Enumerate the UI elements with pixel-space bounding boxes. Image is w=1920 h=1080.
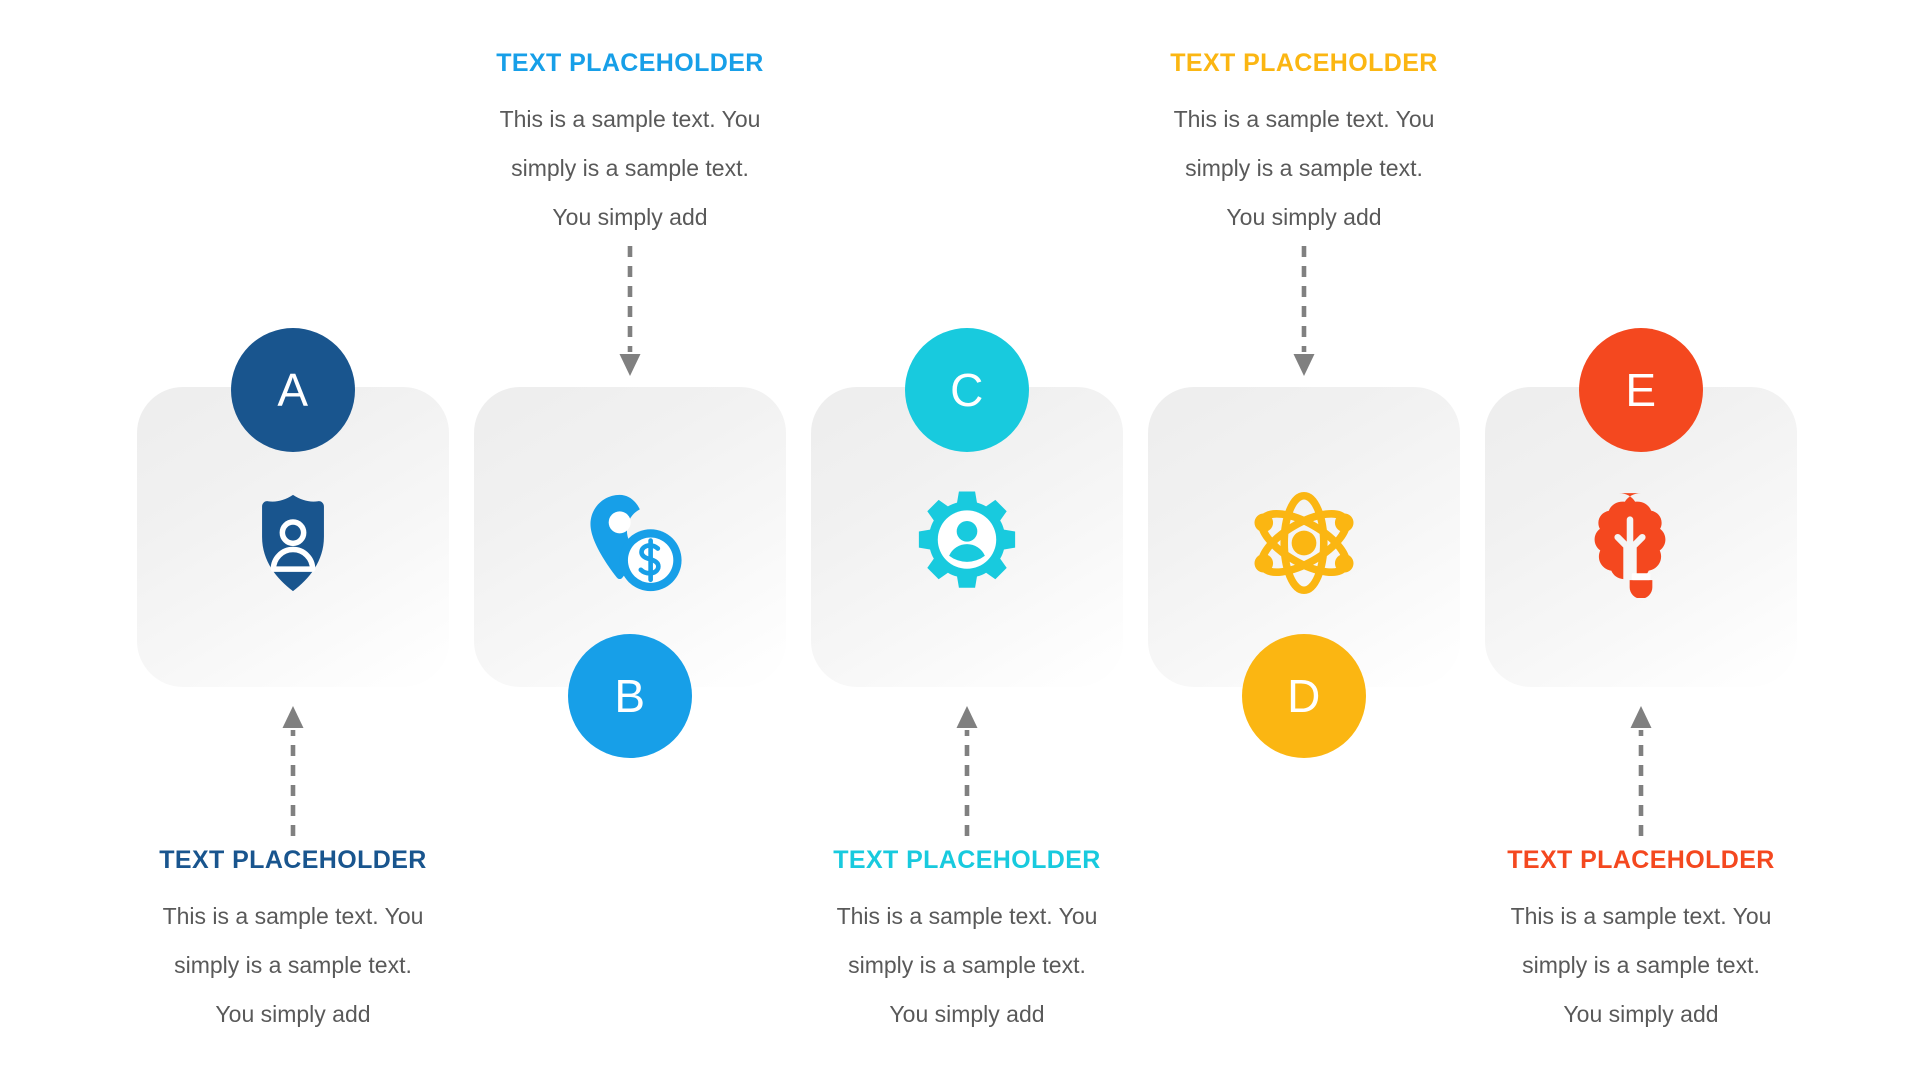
up-dashed-arrow-a [280, 702, 306, 836]
step-body-line: You simply add [215, 1001, 371, 1027]
step-text-a: TEXT PLACEHOLDER This is a sample text. … [128, 845, 458, 1039]
step-text-e: TEXT PLACEHOLDER This is a sample text. … [1476, 845, 1806, 1039]
step-badge-d[interactable]: D [1242, 634, 1366, 758]
step-title-a: TEXT PLACEHOLDER [159, 846, 427, 874]
step-badge-letter: C [950, 364, 984, 416]
step-body-line: simply is a sample text. [848, 952, 1086, 978]
step-badge-letter: A [277, 364, 309, 416]
up-dashed-arrow-e [1628, 702, 1654, 836]
gear-person-icon [912, 488, 1022, 598]
step-title-d: TEXT PLACEHOLDER [1170, 49, 1438, 77]
step-body-line: You simply add [1226, 204, 1382, 230]
up-dashed-arrow-c [954, 702, 980, 836]
step-badge-c[interactable]: C [905, 328, 1029, 452]
step-body-line: simply is a sample text. [1185, 155, 1423, 181]
step-badge-b[interactable]: B [568, 634, 692, 758]
atom-icon [1249, 488, 1359, 598]
step-body-line: You simply add [552, 204, 708, 230]
step-body-line: This is a sample text. You [836, 903, 1098, 929]
step-body-line: This is a sample text. You [1510, 903, 1772, 929]
step-body-a: This is a sample text. You simply is a s… [128, 892, 458, 1039]
step-badge-letter: B [614, 670, 646, 722]
step-body-e: This is a sample text. You simply is a s… [1476, 892, 1806, 1039]
step-badge-letter: E [1625, 364, 1657, 416]
step-text-b: TEXT PLACEHOLDER This is a sample text. … [465, 48, 795, 242]
step-badge-e[interactable]: E [1579, 328, 1703, 452]
step-body-line: simply is a sample text. [1522, 952, 1760, 978]
step-body-line: You simply add [889, 1001, 1045, 1027]
down-dashed-arrow-b [617, 246, 643, 378]
location-pin-dollar-icon [575, 488, 685, 598]
step-body-line: This is a sample text. You [1173, 106, 1435, 132]
step-body-line: This is a sample text. You [499, 106, 761, 132]
step-body-line: This is a sample text. You [162, 903, 424, 929]
shield-person-icon [238, 488, 348, 598]
step-badge-a[interactable]: A [231, 328, 355, 452]
step-title-b: TEXT PLACEHOLDER [496, 49, 764, 77]
step-badge-letter: D [1287, 670, 1321, 722]
step-body-d: This is a sample text. You simply is a s… [1139, 95, 1469, 242]
step-body-line: simply is a sample text. [174, 952, 412, 978]
step-text-d: TEXT PLACEHOLDER This is a sample text. … [1139, 48, 1469, 242]
step-text-c: TEXT PLACEHOLDER This is a sample text. … [802, 845, 1132, 1039]
down-dashed-arrow-d [1291, 246, 1317, 378]
step-body-line: simply is a sample text. [511, 155, 749, 181]
brain-bulb-icon [1586, 488, 1696, 598]
step-body-c: This is a sample text. You simply is a s… [802, 892, 1132, 1039]
step-title-e: TEXT PLACEHOLDER [1507, 846, 1775, 874]
step-body-line: You simply add [1563, 1001, 1719, 1027]
step-body-b: This is a sample text. You simply is a s… [465, 95, 795, 242]
step-title-c: TEXT PLACEHOLDER [833, 846, 1101, 874]
